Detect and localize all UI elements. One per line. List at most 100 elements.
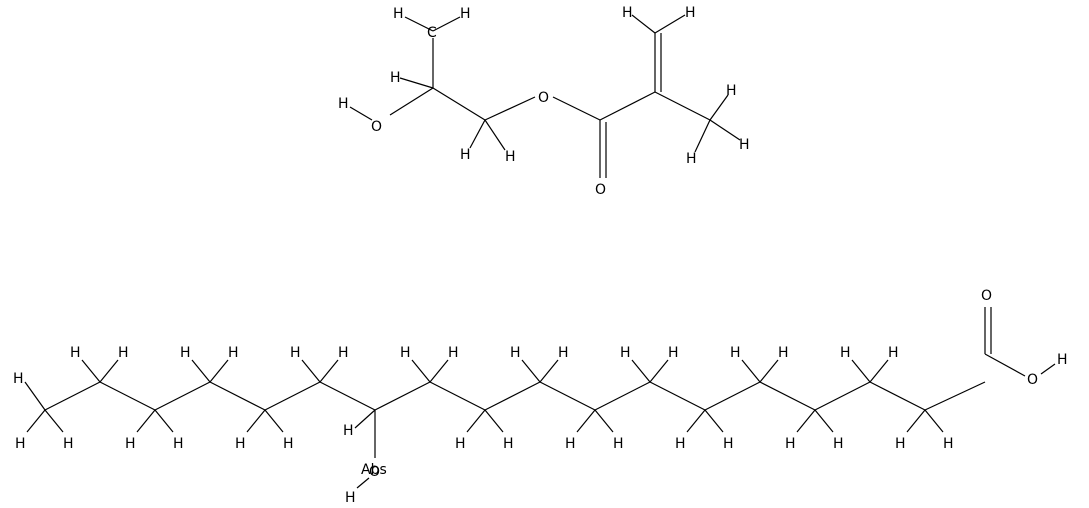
atom-h: H [622, 5, 633, 21]
atom-c: C [427, 25, 437, 41]
atom-h: H [785, 436, 796, 452]
atom-o: O [981, 288, 992, 304]
atom-h: H [70, 345, 81, 361]
bond [704, 409, 724, 433]
atom-h: H [290, 345, 301, 361]
atom-h: H [675, 436, 686, 452]
atom-h: H [173, 436, 184, 452]
bond [319, 381, 376, 411]
bond [814, 409, 834, 433]
atom-h: H [15, 436, 26, 452]
atom-h: H [510, 345, 521, 361]
bond [649, 381, 706, 411]
bond [301, 359, 321, 383]
bond [209, 381, 266, 411]
atom-h: H [613, 436, 624, 452]
bond [552, 96, 601, 121]
bond [814, 381, 871, 411]
bond [191, 359, 211, 383]
bond [759, 381, 816, 411]
bond [136, 409, 156, 433]
bond [319, 359, 339, 383]
bond [654, 14, 686, 34]
atom-h: H [448, 345, 459, 361]
atom-h: H [63, 436, 74, 452]
bond [209, 359, 229, 383]
bond [432, 87, 486, 121]
bond [374, 381, 431, 411]
bond [924, 381, 986, 411]
atom-h: H [343, 423, 354, 439]
bond [869, 381, 926, 411]
bond [984, 353, 1026, 377]
atom-h: H [460, 6, 471, 22]
bond [349, 106, 373, 121]
atom-h: H [943, 436, 954, 452]
bond [484, 119, 506, 151]
atom-h: H [778, 345, 789, 361]
atom-h: H [338, 96, 349, 112]
bond [539, 381, 596, 411]
bond [484, 96, 536, 121]
bond [81, 359, 101, 383]
bond [264, 409, 284, 433]
bond [599, 91, 656, 121]
atom-o: O [595, 182, 606, 198]
bond [924, 409, 944, 433]
bond [851, 359, 871, 383]
atom-h: H [620, 345, 631, 361]
bond [906, 409, 926, 433]
atom-o: O [369, 464, 380, 480]
stereo-label-abs: Abs [361, 462, 387, 478]
bond [44, 409, 64, 433]
atom-h: H [503, 436, 514, 452]
atom-h: H [888, 345, 899, 361]
bond [704, 381, 761, 411]
bond [741, 359, 761, 383]
bond [631, 14, 656, 34]
bond [44, 381, 101, 411]
bond [521, 359, 541, 383]
bond [356, 477, 370, 489]
atom-o: O [538, 90, 549, 106]
bond [264, 381, 321, 411]
bond [759, 359, 779, 383]
bond [429, 381, 486, 411]
atom-h: H [668, 345, 679, 361]
atom-h: H [345, 490, 356, 506]
atom-h: H [390, 70, 401, 86]
atom-h: H [565, 436, 576, 452]
bond [694, 119, 711, 153]
atom-h: H [1057, 352, 1068, 368]
atom-h: H [455, 436, 466, 452]
molecule-hydroxypropyl-methacrylate: H H C H H O O O H H H H H H H [338, 5, 750, 198]
bond [631, 359, 651, 383]
bond [709, 94, 729, 121]
atom-h: H [685, 5, 696, 21]
atom-h: H [558, 345, 569, 361]
bond [484, 409, 504, 433]
bond [594, 381, 651, 411]
atom-h: H [400, 345, 411, 361]
bond [354, 409, 376, 429]
atom-h: H [283, 436, 294, 452]
bond [869, 359, 889, 383]
atom-h: H [118, 345, 129, 361]
atom-h: H [730, 345, 741, 361]
bond [576, 409, 596, 433]
bond [466, 409, 486, 433]
atom-h: H [686, 151, 697, 167]
bond [99, 359, 119, 383]
bond [484, 381, 541, 411]
bond [246, 409, 266, 433]
bond [154, 409, 174, 433]
atom-h: H [393, 6, 404, 22]
atom-h: H [723, 436, 734, 452]
atom-h: H [895, 436, 906, 452]
bond [469, 119, 486, 149]
bond [389, 87, 434, 116]
atom-h: H [726, 83, 737, 99]
atom-h: H [833, 436, 844, 452]
